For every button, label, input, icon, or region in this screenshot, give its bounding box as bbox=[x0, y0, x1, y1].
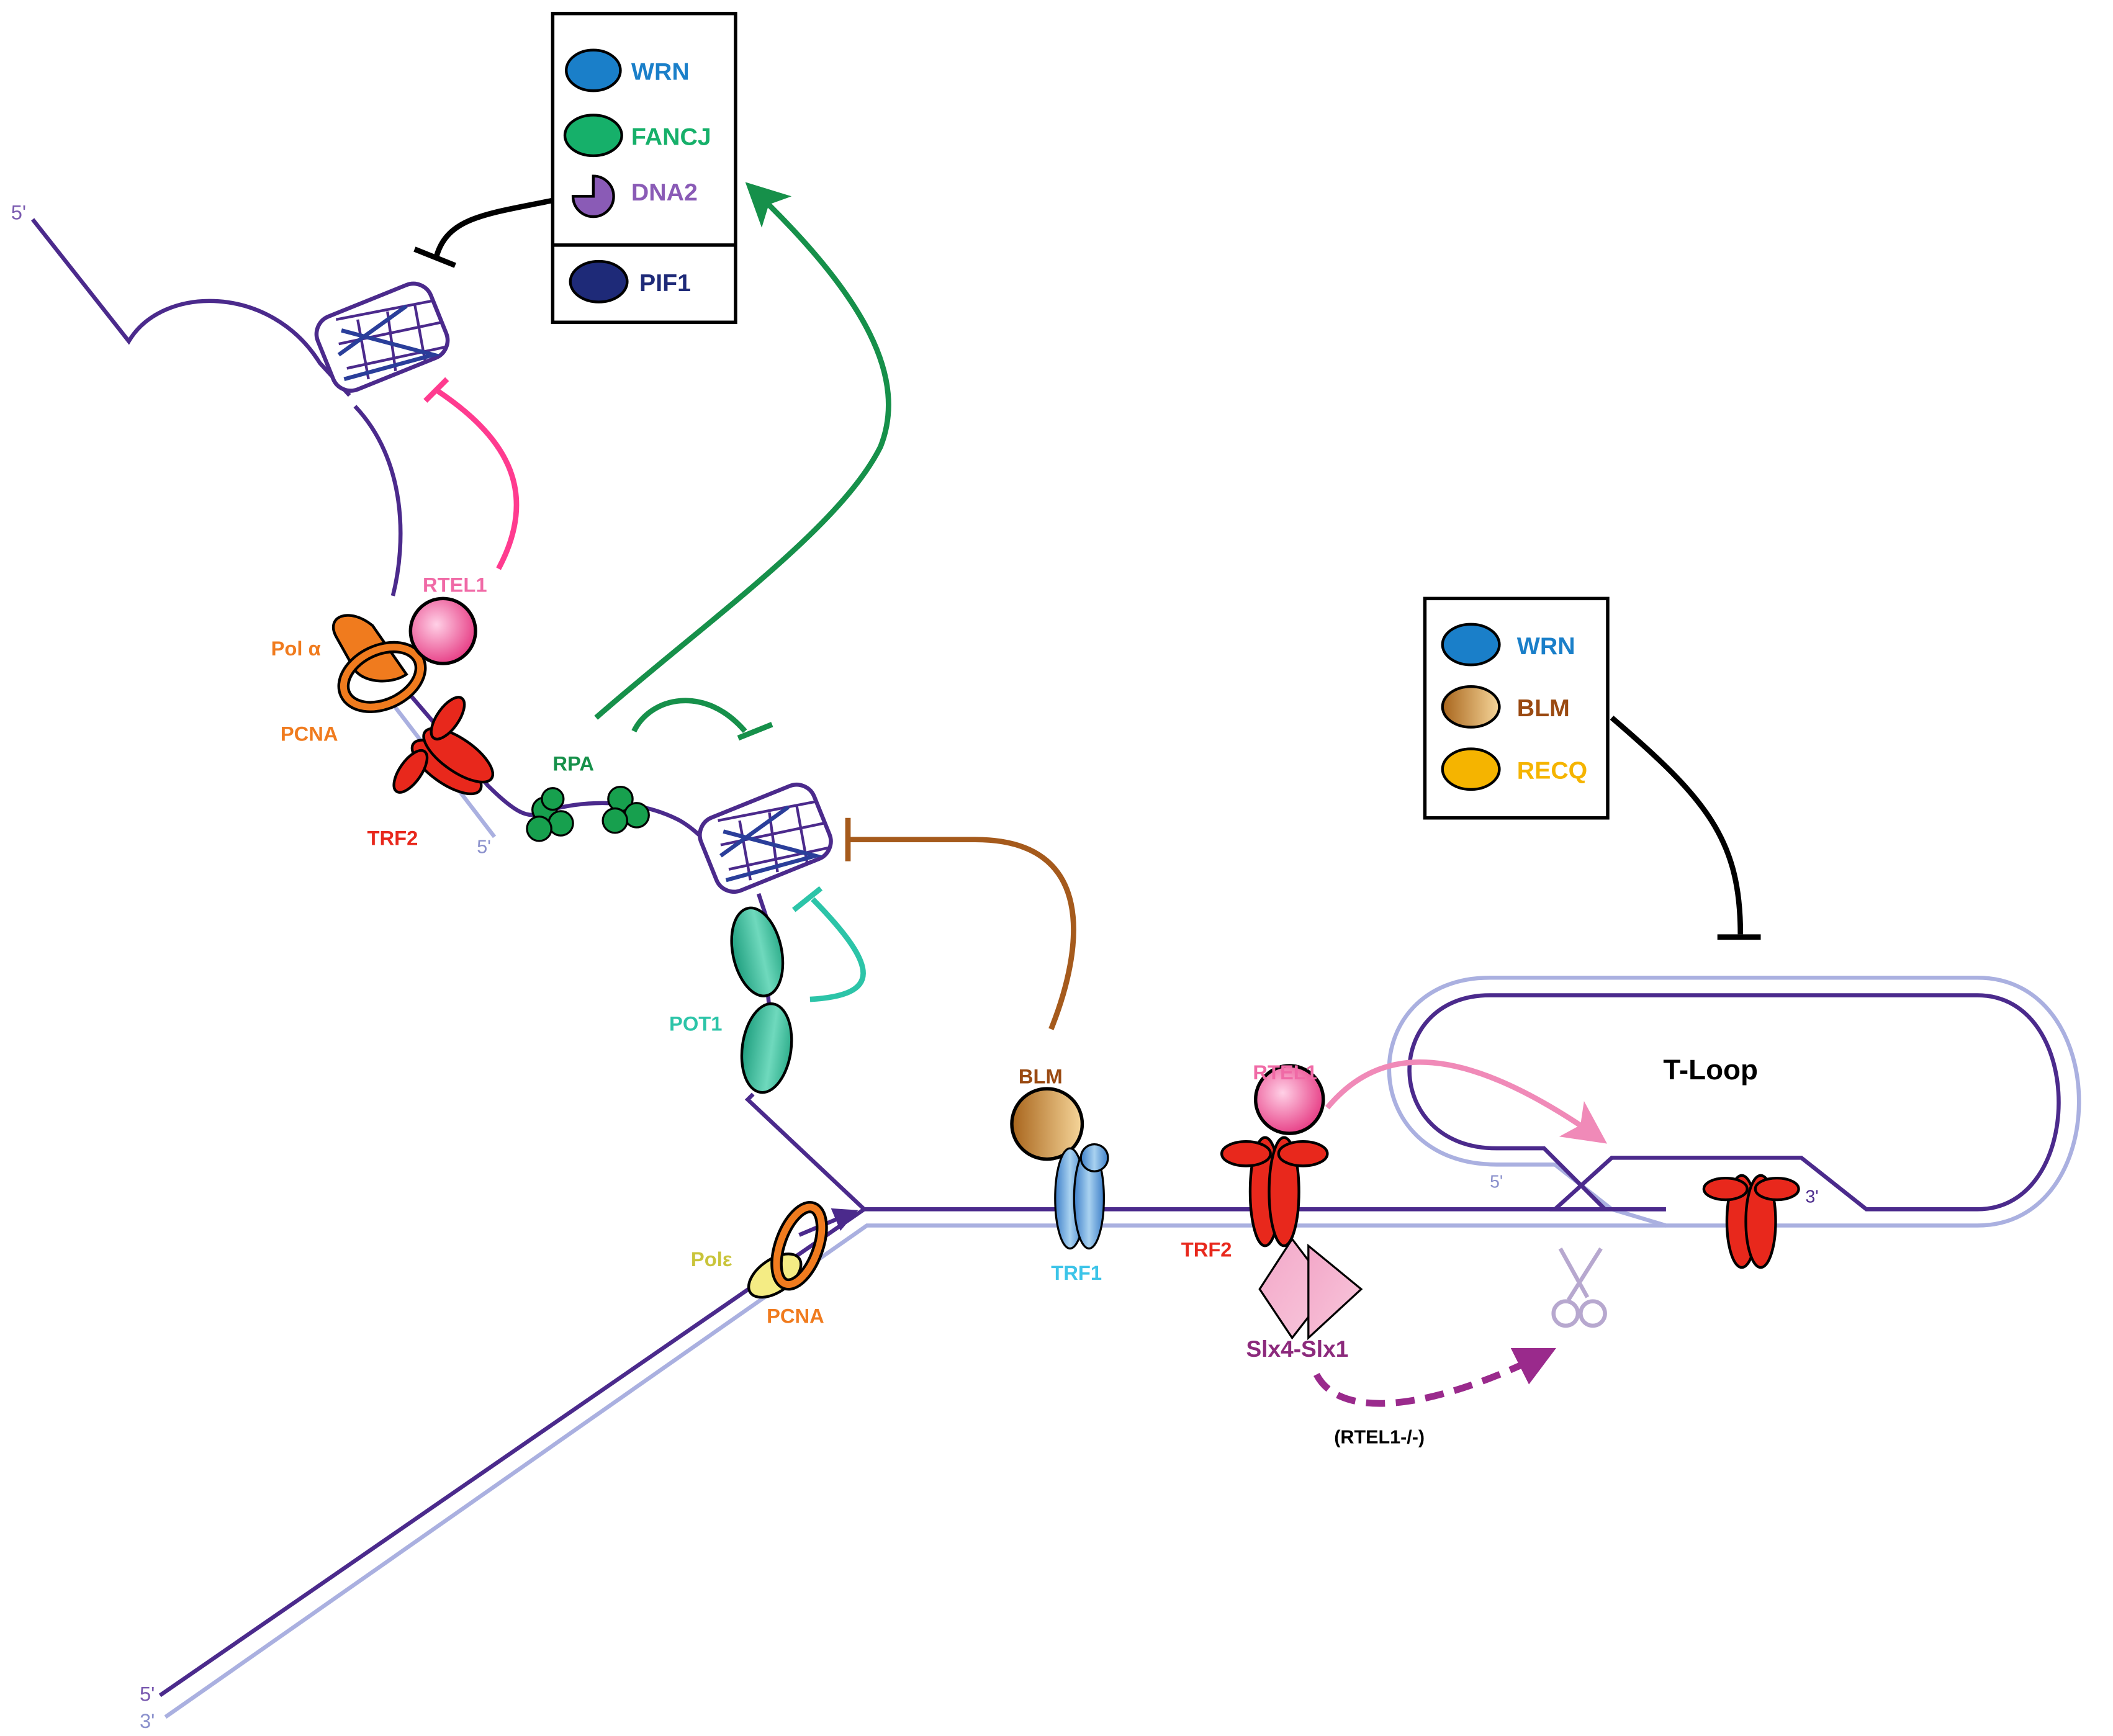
label-3prime-loop: 3' bbox=[1806, 1187, 1819, 1207]
leading-strand-arc bbox=[353, 405, 403, 596]
label-5prime-top: 5' bbox=[11, 200, 26, 223]
label-rtel1-ko: (RTEL1-/-) bbox=[1334, 1427, 1425, 1448]
t-loop-inner-dark bbox=[1407, 993, 2061, 1212]
label-rtel1-top: RTEL1 bbox=[423, 573, 487, 596]
legend-blm-swatch bbox=[1441, 685, 1501, 729]
rpa-protein-2 bbox=[601, 785, 650, 834]
trf2-tloop-protein bbox=[1702, 1174, 1800, 1269]
trf1-protein bbox=[1054, 1143, 1109, 1250]
legend-top: WRN FANCJ DNA2 PIF1 bbox=[551, 12, 737, 324]
blm-inhibit-line bbox=[848, 837, 1076, 1030]
label-t-loop: T-Loop bbox=[1663, 1054, 1758, 1086]
label-pol-epsilon: Polε bbox=[691, 1248, 732, 1271]
legend-wrn-label: WRN bbox=[631, 58, 690, 86]
label-5prime-bottom: 5' bbox=[140, 1682, 155, 1705]
g-quadruplex-middle bbox=[698, 783, 833, 894]
lagging-template-strand bbox=[164, 1223, 1666, 1719]
label-slx4-slx1: Slx4-Slx1 bbox=[1246, 1336, 1348, 1362]
label-trf2-bottom: TRF2 bbox=[1181, 1238, 1232, 1261]
leading-strand-upper bbox=[31, 218, 351, 397]
legend-fancj-label: FANCJ bbox=[631, 123, 711, 150]
legend-pif1-label: PIF1 bbox=[639, 269, 691, 297]
proteins bbox=[331, 596, 1800, 1341]
rpa-inhibit-line bbox=[631, 698, 747, 733]
label-rtel1-bottom: RTEL1 bbox=[1253, 1061, 1317, 1084]
slx4-dashed-arrow bbox=[1313, 1347, 1556, 1407]
label-trf2-top: TRF2 bbox=[367, 826, 418, 849]
regulation-arrows bbox=[413, 182, 1761, 1407]
pot1-inhibit-bar bbox=[792, 886, 823, 912]
label-pol-alpha: Pol α bbox=[271, 637, 321, 660]
pot1-upper bbox=[730, 906, 785, 997]
g-quadruplex-top bbox=[314, 281, 450, 393]
label-rpa: RPA bbox=[552, 752, 594, 775]
legend-blm-label: BLM bbox=[1517, 695, 1570, 722]
rtel1-bottom-protein bbox=[1253, 1064, 1325, 1135]
legend-wrn-swatch bbox=[565, 48, 622, 92]
legend-fancj-swatch bbox=[563, 114, 623, 158]
legend-recq-label: RECQ bbox=[1517, 757, 1587, 785]
legend-wrn2-swatch bbox=[1441, 623, 1501, 667]
diagram-labels: 5' RTEL1 Pol α PCNA TRF2 5' RPA POT1 BLM… bbox=[11, 200, 1819, 1732]
legend-top-inhibit-line bbox=[433, 197, 554, 258]
scissors-icon bbox=[1551, 1247, 1607, 1328]
legend-pif1-swatch bbox=[569, 259, 629, 304]
strand-after-pcna bbox=[405, 689, 717, 852]
label-5prime-loop: 5' bbox=[1490, 1172, 1503, 1192]
t-loop-outer-light bbox=[1387, 975, 2081, 1228]
pot1-lower bbox=[740, 1002, 793, 1094]
legend-right-inhibit-line bbox=[1610, 716, 1744, 935]
legend-recq-swatch bbox=[1441, 747, 1501, 791]
label-pot1: POT1 bbox=[669, 1012, 722, 1035]
legend-top-inhibit-bar bbox=[413, 246, 456, 268]
rtel1-top-protein bbox=[408, 596, 477, 665]
lagging-new-strand bbox=[158, 1207, 1666, 1698]
rtel1-tloop-arrow bbox=[1325, 1059, 1608, 1144]
dna-strands bbox=[31, 218, 2081, 1719]
trf2-top-protein bbox=[392, 696, 495, 796]
slx1-protein bbox=[1307, 1243, 1363, 1341]
legend-wrn2-label: WRN bbox=[1517, 632, 1575, 660]
legend-dna2-swatch bbox=[571, 174, 615, 218]
pot1-inhibit-line bbox=[809, 897, 866, 1002]
trf2-bottom-protein bbox=[1220, 1136, 1329, 1248]
label-trf1: TRF1 bbox=[1051, 1261, 1102, 1284]
legend-dna2-label: DNA2 bbox=[631, 179, 698, 206]
rtel1-inhibit-line bbox=[435, 387, 520, 570]
rpa-fancj-arrow bbox=[594, 182, 891, 720]
rpa-protein-1 bbox=[526, 787, 574, 842]
label-pcna-top: PCNA bbox=[281, 722, 338, 745]
legend-right: WRN BLM RECQ bbox=[1423, 596, 1610, 820]
label-pcna-bottom: PCNA bbox=[767, 1305, 824, 1328]
label-5prime-mid: 5' bbox=[477, 837, 491, 858]
label-blm: BLM bbox=[1019, 1064, 1063, 1087]
blm-protein bbox=[1010, 1087, 1084, 1161]
rtel1-inhibit-bar bbox=[423, 377, 449, 403]
label-3prime-bottom: 3' bbox=[140, 1709, 155, 1732]
rpa-inhibit-bar bbox=[737, 722, 773, 741]
